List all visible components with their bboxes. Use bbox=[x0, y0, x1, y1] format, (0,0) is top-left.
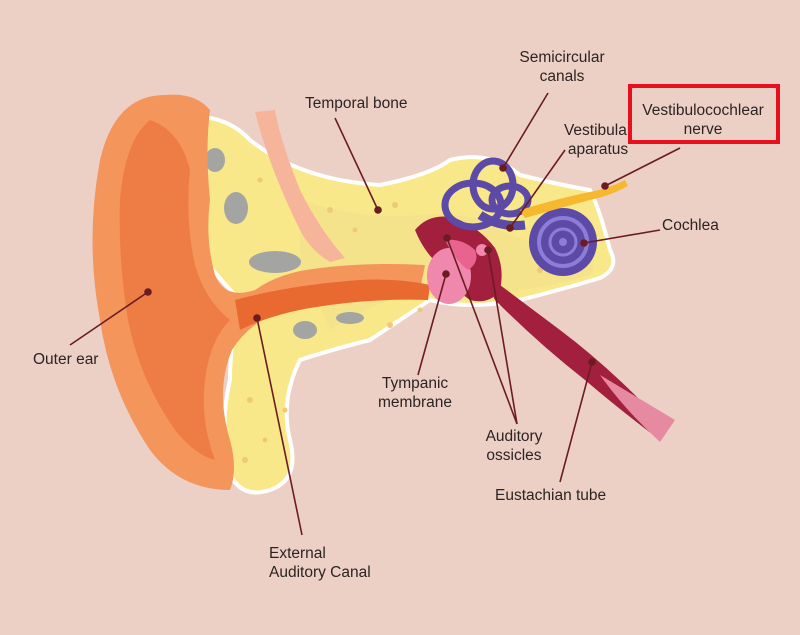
tympanic-membrane-label-line1: Tympanic bbox=[381, 375, 449, 392]
auditory-ossicles-label-line1: Auditory bbox=[485, 428, 543, 445]
auditory-ossicles-label: Auditory ossicles bbox=[472, 427, 556, 465]
auditory-ossicles-label-line2: ossicles bbox=[486, 447, 542, 464]
vestibular-apparatus-label-line1: Vestibular bbox=[563, 122, 633, 139]
vestibulocochlear-nerve-shape bbox=[520, 180, 628, 218]
semicircular-canals-label: Semicircular canals bbox=[512, 48, 612, 86]
bone-strip-shape bbox=[255, 110, 345, 262]
vestibulocochlear-nerve-label-line2: nerve bbox=[683, 121, 723, 138]
semicircular-canals-label-line2: canals bbox=[539, 68, 585, 85]
external-auditory-canal-label: External Auditory Canal bbox=[269, 544, 371, 582]
outer-ear-label: Outer ear bbox=[33, 351, 99, 368]
eustachian-tube-label: Eustachian tube bbox=[495, 487, 607, 504]
semicircular-canals-shape bbox=[441, 157, 532, 231]
external-auditory-canal-label-line1: External bbox=[269, 545, 326, 562]
external-auditory-canal-label-line2: Auditory Canal bbox=[269, 564, 371, 581]
leader-lines bbox=[69, 92, 681, 536]
outer-ear-shape bbox=[92, 94, 430, 491]
semicircular-canals-label-line1: Semicircular bbox=[519, 49, 605, 66]
temporal-bone-label: Temporal bone bbox=[305, 95, 408, 112]
vestibular-apparatus-label: Vestibular aparatus bbox=[558, 121, 638, 159]
tympanic-membrane-label: Tympanic membrane bbox=[370, 374, 460, 412]
vestibular-apparatus-label-line2: aparatus bbox=[567, 141, 629, 158]
highlight-box bbox=[628, 84, 780, 144]
cochlea-label: Cochlea bbox=[662, 217, 719, 234]
vestibulocochlear-nerve-label: Vestibulocochlear nerve bbox=[628, 101, 778, 139]
vestibulocochlear-nerve-label-line1: Vestibulocochlear bbox=[642, 102, 764, 119]
tympanic-membrane-label-line2: membrane bbox=[377, 394, 453, 411]
